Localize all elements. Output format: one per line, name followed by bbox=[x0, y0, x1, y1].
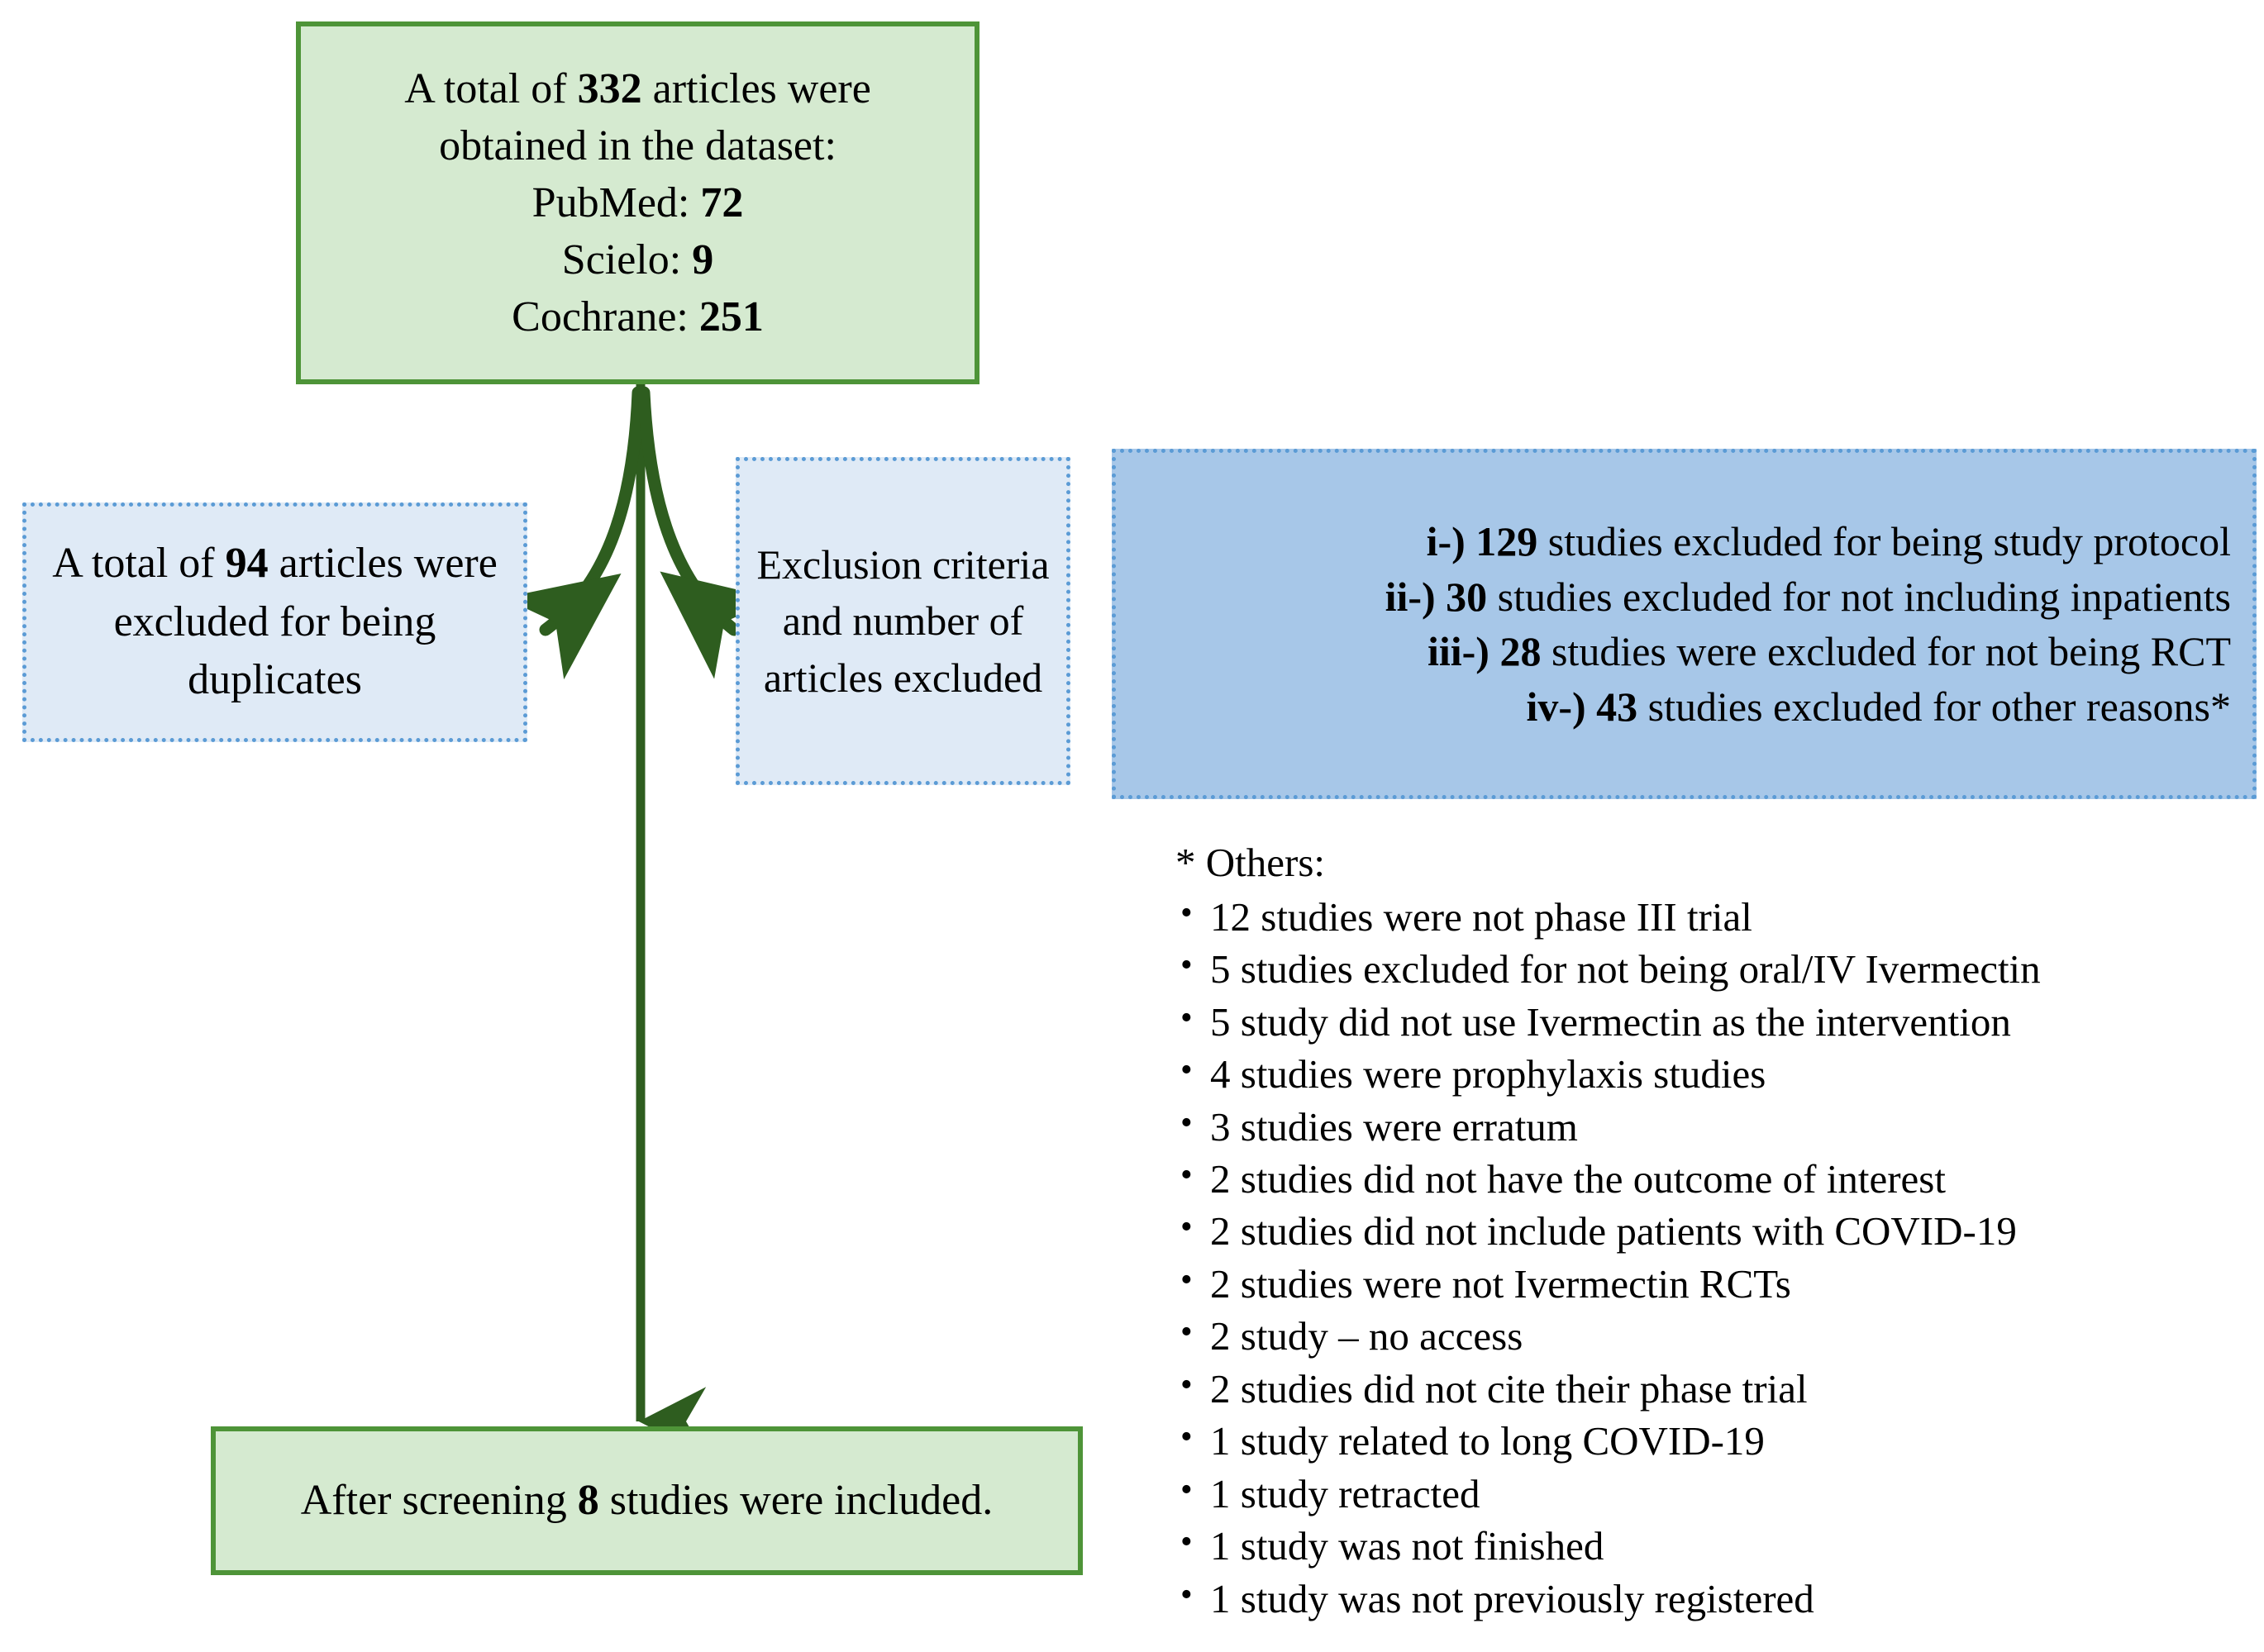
reason-iii-marker: iii-) bbox=[1427, 628, 1500, 674]
others-list-item: 2 studies were not Ivermectin RCTs bbox=[1175, 1258, 2258, 1310]
others-item-list: 12 studies were not phase III trial 5 st… bbox=[1175, 891, 2258, 1625]
others-list-item: 1 study was not finished bbox=[1175, 1520, 2258, 1572]
others-footnote: * Others: 12 studies were not phase III … bbox=[1175, 836, 2258, 1625]
reason-i-text: studies excluded for being study protoco… bbox=[1537, 518, 2231, 564]
others-heading: * Others: bbox=[1175, 840, 1325, 885]
reason-iv-count: 43 bbox=[1596, 683, 1638, 730]
identified-line2: obtained in the dataset: bbox=[439, 121, 836, 169]
exclusion-reasons-box: i-) 129 studies excluded for being study… bbox=[1112, 449, 2257, 799]
source-scielo-label: Scielo: bbox=[561, 236, 693, 284]
others-list-item: 2 studies did not cite their phase trial bbox=[1175, 1363, 2258, 1415]
others-list-item: 1 study retracted bbox=[1175, 1468, 2258, 1520]
duplicates-suffix: articles were excluded for being duplica… bbox=[113, 539, 498, 704]
reason-iii-text: studies were excluded for not being RCT bbox=[1541, 628, 2231, 674]
reason-iv-text: studies excluded for other reasons* bbox=[1637, 683, 2231, 730]
exclusion-reason-item: iii-) 28 studies were excluded for not b… bbox=[1131, 624, 2231, 679]
others-list-item: 4 studies were prophylaxis studies bbox=[1175, 1048, 2258, 1100]
others-list-item: 3 studies were erratum bbox=[1175, 1101, 2258, 1153]
exclusion-reason-item: i-) 129 studies excluded for being study… bbox=[1131, 514, 2231, 569]
reason-iv-marker: iv-) bbox=[1526, 683, 1597, 730]
reason-iii-count: 28 bbox=[1499, 628, 1542, 674]
identified-total-count: 332 bbox=[577, 64, 642, 112]
exclusion-reasons-text: i-) 129 studies excluded for being study… bbox=[1116, 514, 2252, 734]
source-cochrane-label: Cochrane: bbox=[512, 293, 699, 341]
source-pubmed-count: 72 bbox=[700, 179, 744, 226]
others-list-item: 2 study – no access bbox=[1175, 1310, 2258, 1362]
reason-ii-count: 30 bbox=[1446, 573, 1488, 620]
included-prefix: After screening bbox=[300, 1476, 578, 1524]
others-list-item: 2 studies did not have the outcome of in… bbox=[1175, 1153, 2258, 1205]
duplicates-excluded-text: A total of 94 articles were excluded for… bbox=[26, 535, 523, 710]
others-list-item: 1 study was not previously registered bbox=[1175, 1573, 2258, 1625]
records-identified-box: A total of 332 articles were obtained in… bbox=[296, 21, 979, 384]
others-list-item: 5 study did not use Ivermectin as the in… bbox=[1175, 996, 2258, 1048]
records-identified-text: A total of 332 articles were obtained in… bbox=[301, 60, 975, 346]
exclusion-criteria-text: Exclusion criteria and number of article… bbox=[756, 540, 1050, 701]
source-cochrane-count: 251 bbox=[698, 293, 764, 341]
exclusion-reason-item: iv-) 43 studies excluded for other reaso… bbox=[1131, 679, 2231, 735]
studies-included-box: After screening 8 studies were included. bbox=[211, 1426, 1083, 1575]
duplicates-excluded-box: A total of 94 articles were excluded for… bbox=[22, 502, 527, 742]
arrow-branch-right-exclusion bbox=[637, 386, 778, 679]
exclusion-reason-item: ii-) 30 studies excluded for not includi… bbox=[1131, 569, 2231, 625]
reason-i-count: 129 bbox=[1475, 518, 1538, 564]
others-list-item: 1 study related to long COVID-19 bbox=[1175, 1415, 2258, 1467]
identified-line1-suffix: articles were bbox=[641, 64, 871, 112]
reason-ii-marker: ii-) bbox=[1385, 573, 1447, 620]
exclusion-criteria-box: Exclusion criteria and number of article… bbox=[736, 457, 1070, 785]
duplicates-prefix: A total of bbox=[52, 539, 226, 587]
others-list-item: 12 studies were not phase III trial bbox=[1175, 891, 2258, 943]
others-list-item: 5 studies excluded for not being oral/IV… bbox=[1175, 943, 2258, 995]
studies-included-text: After screening 8 studies were included. bbox=[216, 1473, 1078, 1530]
identified-line1-prefix: A total of bbox=[404, 64, 578, 112]
source-pubmed-label: PubMed: bbox=[531, 179, 701, 226]
source-scielo-count: 9 bbox=[692, 236, 714, 284]
duplicates-count: 94 bbox=[225, 539, 269, 587]
others-list-item: 2 studies did not include patients with … bbox=[1175, 1205, 2258, 1257]
reason-i-marker: i-) bbox=[1426, 518, 1476, 564]
included-count: 8 bbox=[577, 1476, 599, 1524]
reason-ii-text: studies excluded for not including inpat… bbox=[1487, 573, 2231, 620]
included-suffix: studies were included. bbox=[598, 1476, 994, 1524]
arrow-branch-left-duplicates bbox=[503, 386, 645, 680]
